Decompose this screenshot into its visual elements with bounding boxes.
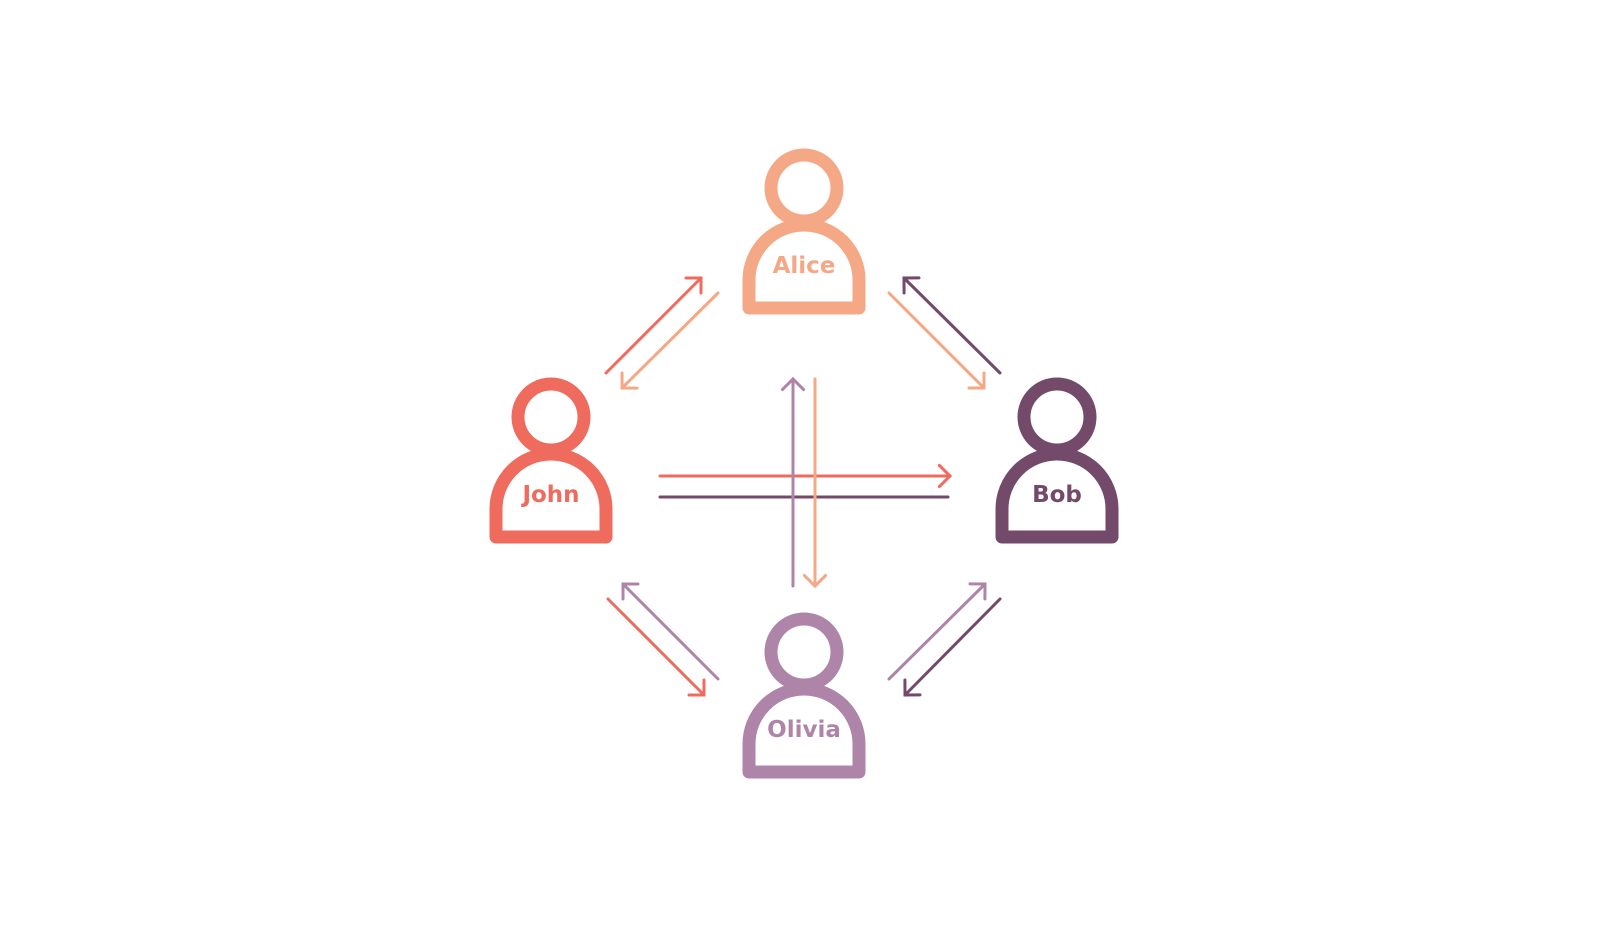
person-john: John [489,377,613,544]
arrow-john-to-alice [604,276,703,375]
person-bob: Bob [995,377,1119,544]
person-bob-label: Bob [1032,482,1082,508]
arrow-bob-to-alice [902,276,1002,375]
arrow-alice-to-bob [887,291,986,390]
arrow-olivia-to-john [621,582,720,681]
person-alice: Alice [742,148,866,315]
person-icon [995,377,1119,544]
arrow-john-to-bob [658,463,953,489]
person-john-label: John [520,482,579,508]
connection-arrows [604,276,1002,697]
person-icon [489,377,613,544]
arrow-alice-to-john [620,291,720,390]
arrow-alice-to-olivia [802,377,828,589]
arrow-john-to-olivia [606,597,706,697]
person-icon [742,612,866,779]
person-icon [742,148,866,315]
person-olivia: Olivia [742,612,866,779]
arrow-bob-to-olivia [903,597,1002,697]
arrow-olivia-to-bob [887,582,987,681]
arrow-olivia-to-alice [780,376,806,588]
person-alice-label: Alice [773,253,836,279]
person-olivia-label: Olivia [767,717,841,743]
